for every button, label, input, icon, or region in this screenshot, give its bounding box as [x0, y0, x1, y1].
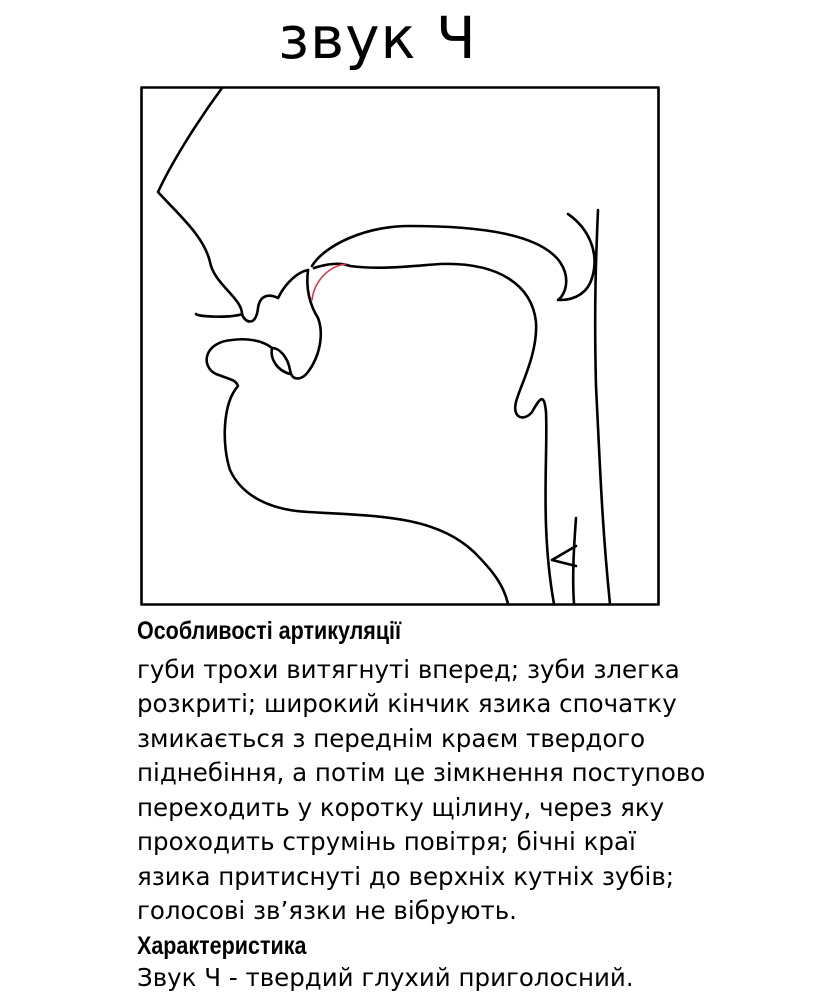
larynx-front — [571, 516, 578, 606]
articulation-line: розкриті; широкий кінчик язика спочатку — [137, 689, 677, 718]
diagram-frame — [140, 86, 660, 606]
pharynx-wall — [593, 208, 612, 606]
articulation-heading: Особливості артикуляції — [137, 617, 402, 645]
articulation-line: переходить у коротку щілину, через яку — [137, 793, 665, 822]
articulation-line: піднебіння, а потім це зімкнення поступо… — [137, 758, 706, 787]
upper-lip-bottom — [240, 268, 310, 323]
page-title: звук Ч — [278, 4, 477, 72]
articulation-diagram — [140, 86, 660, 606]
articulation-line: голосові зв’язки не вібрують. — [137, 896, 517, 925]
palate — [310, 224, 568, 302]
tongue-tip-contact — [311, 263, 347, 301]
tongue — [312, 262, 556, 606]
upper-teeth — [270, 268, 322, 380]
vocal-folds-indicator — [550, 544, 578, 568]
articulation-line: змикається з переднім краєм твердого — [137, 724, 646, 753]
face-profile-upper-lip — [156, 86, 244, 318]
articulation-line: язика притиснуті до верхніх кутніх зубів… — [137, 862, 675, 891]
lower-teeth — [270, 346, 292, 376]
velum-and-pharynx-back — [558, 212, 596, 302]
characteristic-text: Звук Ч - твердий глухий приголосний. — [137, 963, 634, 992]
characteristic-heading: Характеристика — [137, 932, 307, 960]
lower-lip-and-chin — [205, 337, 510, 606]
articulation-line: губи трохи витягнуті вперед; зуби злегка — [137, 655, 680, 684]
articulation-line: проходить струмінь повітря; бічні краї — [137, 827, 636, 856]
